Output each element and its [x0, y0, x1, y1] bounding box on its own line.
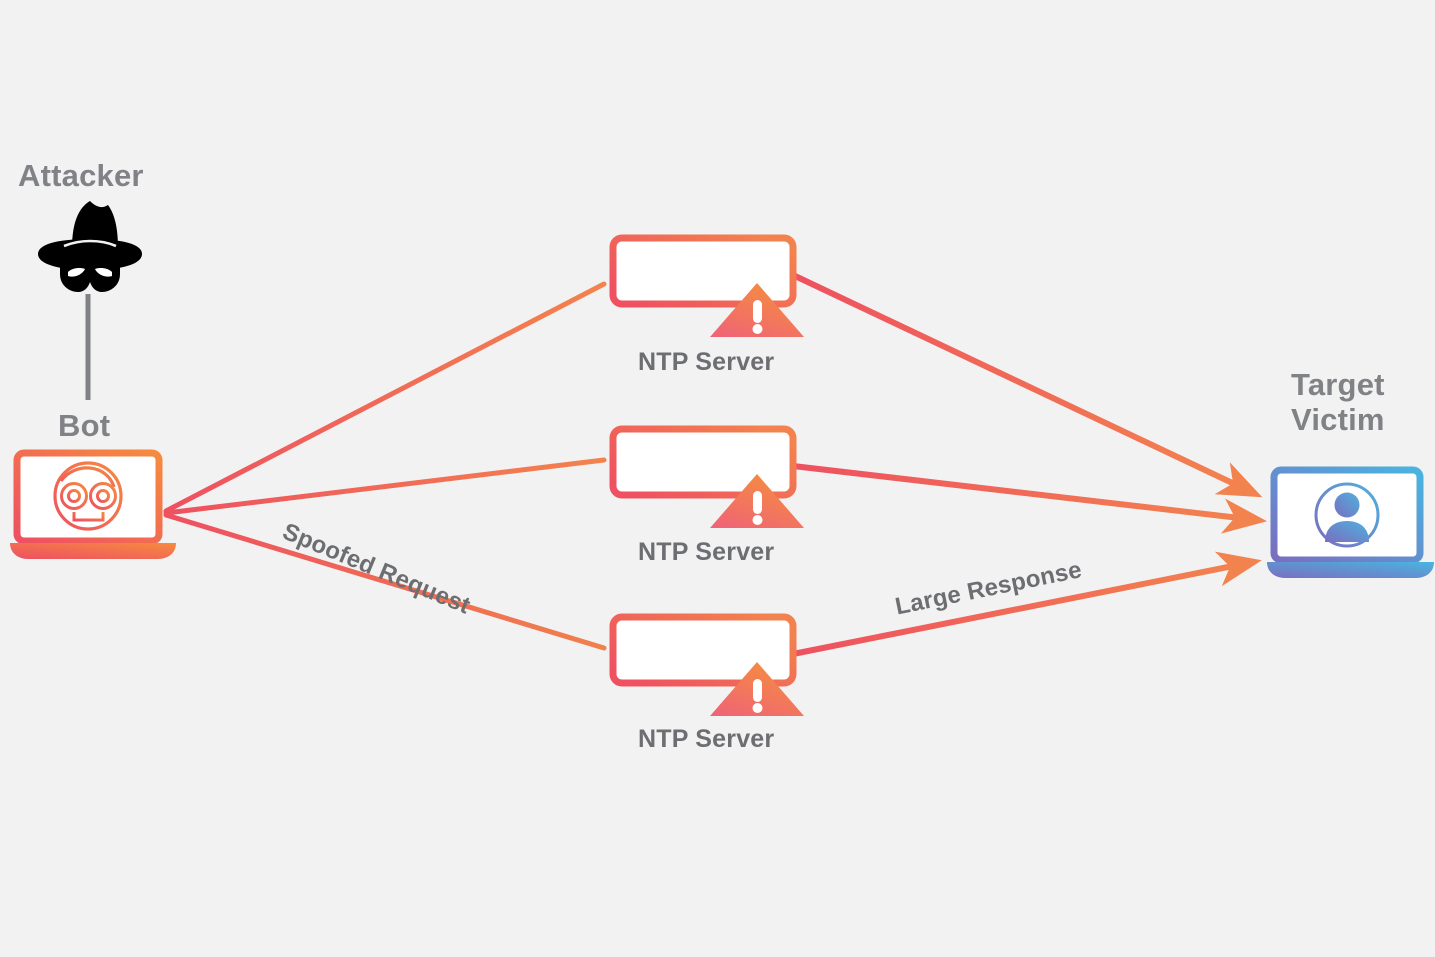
target-victim-label-line1: Target	[1291, 367, 1385, 402]
spy-hat-mask-icon	[38, 201, 142, 292]
ntp-server-2-label: NTP Server	[638, 538, 775, 566]
user-laptop-icon	[1267, 466, 1434, 578]
bot-label: Bot	[58, 408, 111, 443]
target-victim-label-line2: Victim	[1291, 401, 1385, 437]
link-server-1-target	[791, 272, 1263, 498]
link-bot-server-2	[163, 457, 607, 516]
server-warning-icon	[609, 613, 804, 716]
server-warning-icon	[609, 425, 804, 528]
link-bot-server-1	[163, 281, 607, 514]
robot-laptop-icon	[10, 449, 176, 559]
server-warning-icon	[609, 234, 804, 337]
link-server-2-target	[792, 463, 1268, 534]
link-bot-server-3	[163, 512, 607, 651]
target-victim-label: Target Victim	[1291, 367, 1385, 437]
ntp-server-3-label: NTP Server	[638, 725, 775, 753]
attacker-label: Attacker	[18, 158, 144, 193]
link-server-3-target	[792, 551, 1262, 657]
ntp-server-1-label: NTP Server	[638, 348, 775, 376]
